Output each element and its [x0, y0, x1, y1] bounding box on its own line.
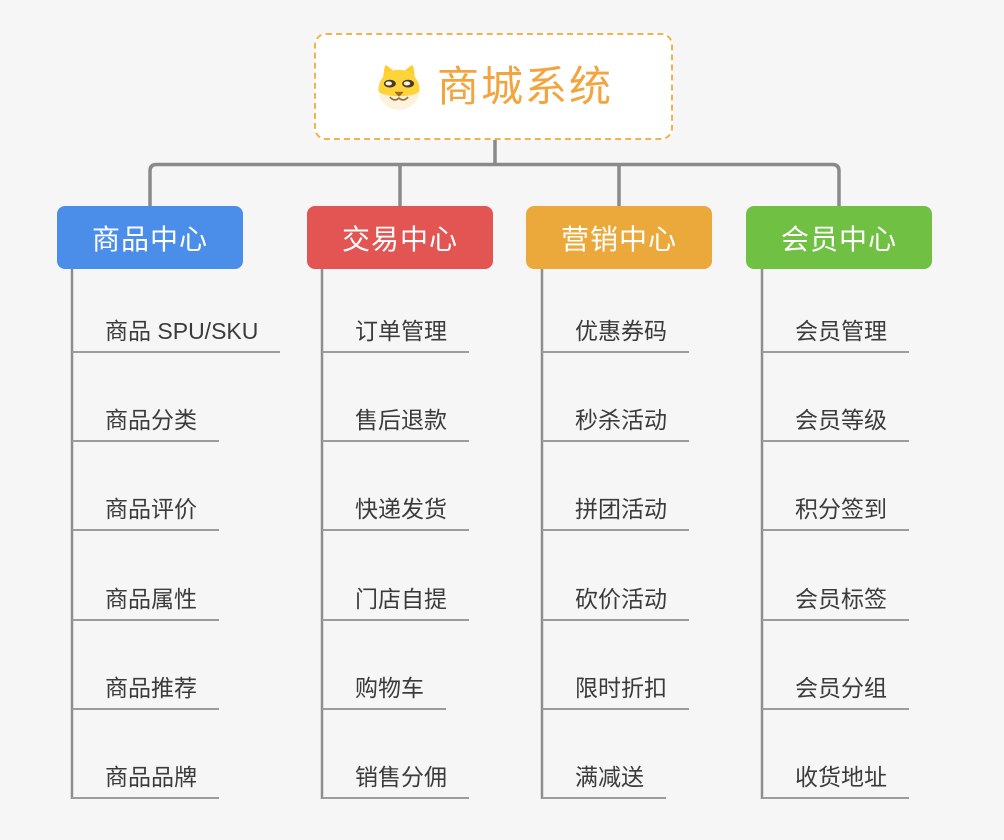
leaf-node[interactable]: 商品属性 — [72, 574, 219, 621]
leaf-node[interactable]: 会员等级 — [762, 395, 909, 442]
leaf-node[interactable]: 商品品牌 — [72, 752, 219, 799]
leaf-node[interactable]: 积分签到 — [762, 484, 909, 531]
root-node-label: 商城系统 — [436, 62, 613, 110]
branch-node-member-center[interactable]: 会员中心 — [746, 206, 932, 269]
leaf-node[interactable]: 会员标签 — [762, 574, 909, 621]
leaf-node[interactable]: 订单管理 — [322, 306, 469, 353]
leaf-node[interactable]: 秒杀活动 — [542, 395, 689, 442]
branch-node-marketing-center[interactable]: 营销中心 — [526, 206, 712, 269]
leaf-node[interactable]: 商品推荐 — [72, 663, 219, 710]
leaf-node[interactable]: 快递发货 — [322, 484, 469, 531]
branch-label: 交易中心 — [341, 223, 458, 255]
leaf-node[interactable]: 会员分组 — [762, 663, 909, 710]
leaf-node[interactable]: 商品分类 — [72, 395, 219, 442]
leaf-node[interactable]: 满减送 — [542, 752, 666, 799]
branch-label: 商品中心 — [91, 223, 208, 255]
leaf-node[interactable]: 商品 SPU/SKU — [72, 306, 281, 353]
leaf-node[interactable]: 拼团活动 — [542, 484, 689, 531]
leaf-node[interactable]: 砍价活动 — [542, 574, 689, 621]
leaf-node[interactable]: 购物车 — [322, 663, 446, 710]
root-node[interactable]: 商城系统 — [314, 33, 673, 140]
leaf-node[interactable]: 售后退款 — [322, 395, 469, 442]
branch-label: 营销中心 — [560, 223, 677, 255]
leaf-node[interactable]: 商品评价 — [72, 484, 219, 531]
branch-node-product-center[interactable]: 商品中心 — [57, 206, 243, 269]
leaf-node[interactable]: 会员管理 — [762, 306, 909, 353]
leaf-node[interactable]: 限时折扣 — [542, 663, 689, 710]
branch-node-trade-center[interactable]: 交易中心 — [307, 206, 493, 269]
dog-face-icon — [374, 63, 424, 111]
leaf-node[interactable]: 收货地址 — [762, 752, 909, 799]
leaf-node[interactable]: 优惠券码 — [542, 306, 689, 353]
branch-label: 会员中心 — [780, 223, 897, 255]
leaf-node[interactable]: 门店自提 — [322, 574, 469, 621]
leaf-node[interactable]: 销售分佣 — [322, 752, 469, 799]
